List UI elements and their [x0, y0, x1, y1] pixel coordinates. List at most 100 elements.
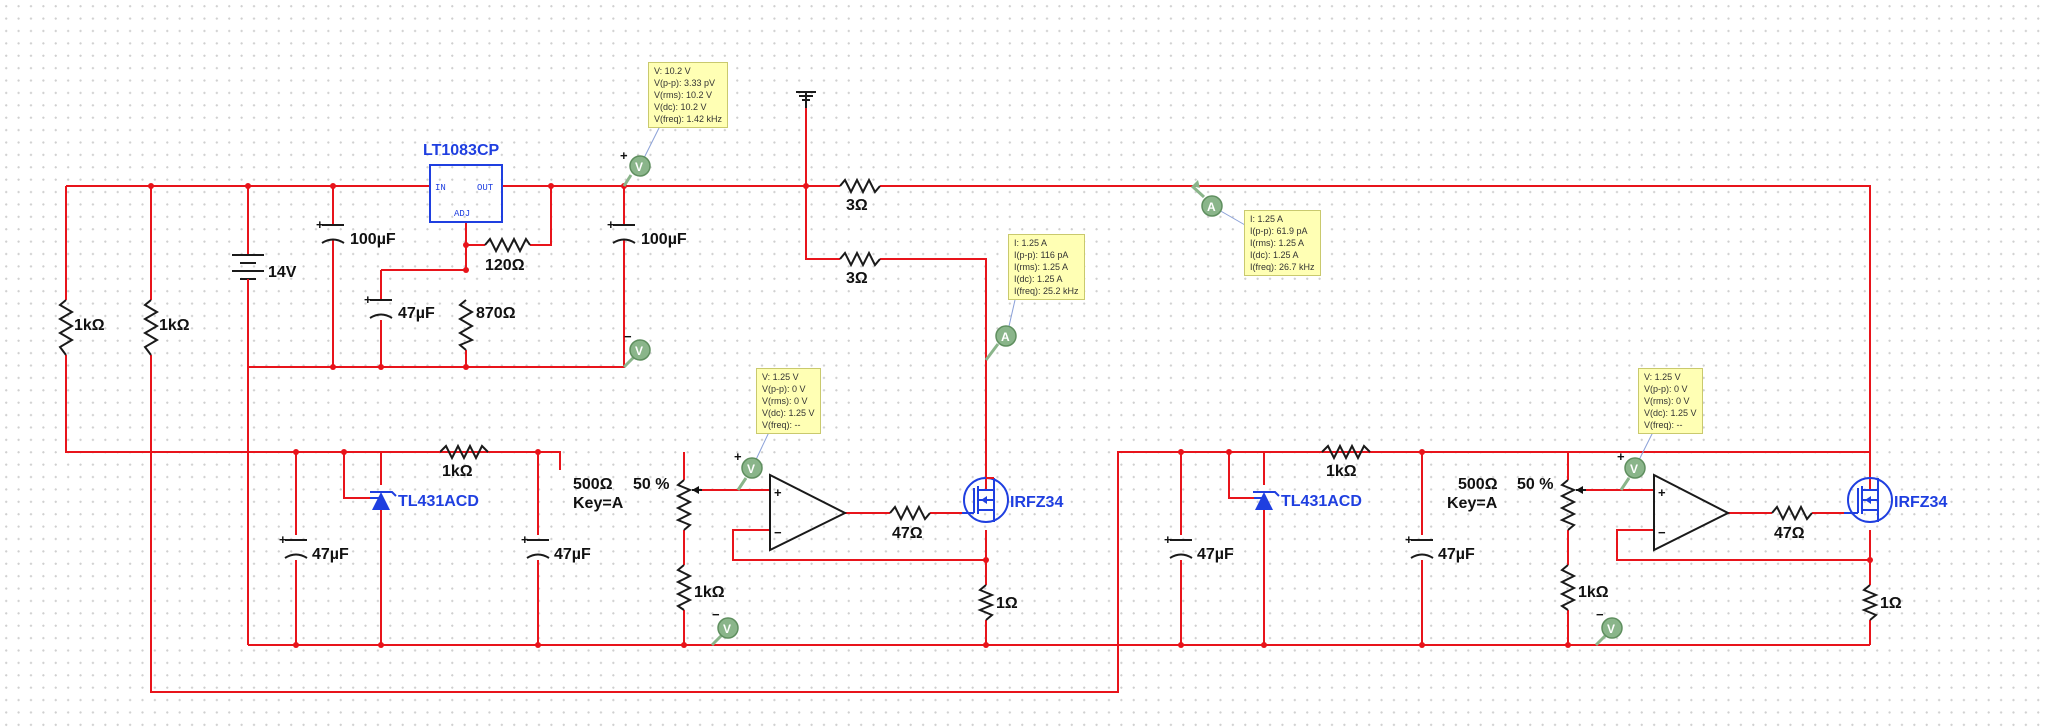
- ammeter-probe-mid[interactable]: A: [984, 299, 1017, 361]
- resistor-1k-series-right[interactable]: 1kΩ: [1321, 443, 1371, 480]
- readout-line: V: 1.25 V: [1644, 372, 1681, 382]
- potentiometer-left[interactable]: 500Ω Key=A 50 %: [573, 476, 702, 531]
- ammeter-right-readout: I: 1.25 A I(p-p): 61.9 pA I(rms): 1.25 A…: [1244, 210, 1321, 276]
- opamp-left[interactable]: + −: [769, 473, 848, 552]
- svg-text:50 %: 50 %: [1517, 476, 1553, 493]
- ammeter-probe-right[interactable]: A: [1190, 180, 1246, 226]
- svg-text:1kΩ: 1kΩ: [694, 584, 725, 601]
- readout-line: I(freq): 26.7 kHz: [1250, 262, 1315, 272]
- voltmeter-out-readout: V: 10.2 V V(p-p): 3.33 pV V(rms): 10.2 V…: [648, 62, 729, 128]
- svg-text:−: −: [774, 525, 782, 540]
- potentiometer-right[interactable]: 500Ω Key=A 50 %: [1447, 476, 1586, 531]
- resistor-1-left[interactable]: 1Ω: [977, 584, 1018, 621]
- svg-text:−: −: [1596, 607, 1604, 622]
- tl431-left[interactable]: TL431ACD: [370, 491, 479, 510]
- svg-text:V: V: [1630, 462, 1638, 476]
- resistor-3-top[interactable]: 3Ω: [839, 177, 881, 214]
- ammeter-mid-readout: I: 1.25 A I(p-p): 116 pA I(rms): 1.25 A …: [1008, 234, 1085, 300]
- readout-line: I: 1.25 A: [1250, 214, 1284, 224]
- capacitor-47u-adj[interactable]: + 47µF: [364, 292, 435, 322]
- svg-text:+: +: [279, 532, 287, 547]
- svg-text:47µF: 47µF: [398, 305, 435, 322]
- svg-text:100µF: 100µF: [350, 231, 396, 248]
- capacitor-47u-r2[interactable]: + 47µF: [1405, 532, 1475, 563]
- svg-text:OUT: OUT: [477, 183, 494, 193]
- svg-text:+: +: [521, 532, 529, 547]
- resistor-3-mid[interactable]: 3Ω: [839, 250, 881, 287]
- svg-text:−: −: [712, 607, 720, 622]
- readout-line: V(freq): --: [762, 420, 801, 430]
- voltmeter-probe-bottom-right[interactable]: V −: [1594, 607, 1623, 647]
- svg-text:+: +: [1164, 532, 1172, 547]
- resistor-1k-b[interactable]: 1kΩ: [143, 299, 190, 356]
- capacitor-47u-l2[interactable]: + 47µF: [521, 532, 591, 563]
- resistor-47-right[interactable]: 47Ω: [1771, 504, 1813, 542]
- resistor-1k-a[interactable]: 1kΩ: [58, 299, 105, 356]
- svg-text:+: +: [774, 485, 782, 500]
- opamp-right[interactable]: + −: [1653, 473, 1731, 552]
- tl431-right[interactable]: TL431ACD: [1253, 491, 1362, 510]
- capacitor-100u-right[interactable]: + 100µF: [607, 217, 687, 248]
- regulator-lt1083cp[interactable]: IN OUT ADJ LT1083CP: [423, 142, 503, 223]
- resistor-120[interactable]: 120Ω: [484, 236, 531, 274]
- voltmeter-probe-out[interactable]: V +: [620, 125, 661, 187]
- capacitor-100u-left[interactable]: + 100µF: [316, 217, 396, 248]
- voltmeter-probe-bottom-left[interactable]: V −: [710, 607, 739, 647]
- svg-text:V: V: [635, 344, 643, 358]
- resistor-1k-series-left[interactable]: 1kΩ: [381, 443, 489, 480]
- capacitor-47u-l1[interactable]: + 47µF: [279, 532, 349, 563]
- svg-text:TL431ACD: TL431ACD: [1281, 493, 1362, 510]
- svg-text:−: −: [624, 329, 632, 344]
- svg-text:1kΩ: 1kΩ: [1578, 584, 1609, 601]
- resistor-47-left[interactable]: 47Ω: [889, 504, 931, 542]
- svg-text:IRFZ34: IRFZ34: [1010, 494, 1063, 511]
- svg-text:47Ω: 47Ω: [1774, 525, 1805, 542]
- readout-line: V: 10.2 V: [654, 66, 691, 76]
- svg-text:120Ω: 120Ω: [485, 257, 525, 274]
- svg-text:500Ω: 500Ω: [573, 476, 613, 493]
- readout-line: V(p-p): 0 V: [762, 384, 806, 394]
- svg-text:+: +: [1405, 532, 1413, 547]
- readout-line: I(dc): 1.25 A: [1250, 250, 1299, 260]
- readout-line: I(dc): 1.25 A: [1014, 274, 1063, 284]
- capacitor-47u-r1[interactable]: + 47µF: [1164, 532, 1234, 563]
- readout-line: I(rms): 1.25 A: [1250, 238, 1305, 248]
- mosfet-irfz34-left[interactable]: IRFZ34: [962, 477, 1063, 523]
- readout-line: I: 1.25 A: [1014, 238, 1048, 248]
- svg-text:IRFZ34: IRFZ34: [1894, 494, 1947, 511]
- svg-text:+: +: [316, 217, 324, 232]
- svg-text:LT1083CP: LT1083CP: [423, 142, 500, 159]
- svg-text:+: +: [734, 449, 742, 464]
- resistor-1k-pot-left[interactable]: 1kΩ: [675, 564, 725, 611]
- voltmeter-probe-pot-left[interactable]: V +: [734, 429, 771, 491]
- wires: [65, 108, 1871, 693]
- svg-text:47Ω: 47Ω: [892, 525, 923, 542]
- voltmeter-probe-pot-right[interactable]: V +: [1617, 429, 1655, 491]
- svg-text:500Ω: 500Ω: [1458, 476, 1498, 493]
- battery-14v[interactable]: 14V: [232, 254, 297, 285]
- mosfet-irfz34-right[interactable]: IRFZ34: [1844, 477, 1947, 523]
- svg-text:50 %: 50 %: [633, 476, 669, 493]
- voltmeter-probe-upper-ground[interactable]: V −: [622, 329, 651, 369]
- svg-text:1kΩ: 1kΩ: [74, 317, 105, 334]
- svg-text:3Ω: 3Ω: [846, 270, 868, 287]
- svg-text:47µF: 47µF: [1197, 546, 1234, 563]
- svg-text:1kΩ: 1kΩ: [442, 463, 473, 480]
- readout-line: V(p-p): 3.33 pV: [654, 78, 716, 88]
- junction-dots: [148, 183, 1873, 648]
- voltmeter-pot-left-readout: V: 1.25 V V(p-p): 0 V V(rms): 0 V V(dc):…: [756, 368, 821, 434]
- readout-line: V(p-p): 0 V: [1644, 384, 1688, 394]
- svg-text:100µF: 100µF: [641, 231, 687, 248]
- resistor-1-right[interactable]: 1Ω: [1861, 584, 1902, 621]
- resistor-870[interactable]: 870Ω: [458, 299, 516, 351]
- readout-line: V(freq): --: [1644, 420, 1683, 430]
- svg-text:IN: IN: [435, 183, 446, 193]
- readout-line: V(rms): 10.2 V: [654, 90, 713, 100]
- resistor-1k-pot-right[interactable]: 1kΩ: [1559, 564, 1609, 611]
- svg-text:870Ω: 870Ω: [476, 305, 516, 322]
- svg-text:+: +: [620, 148, 628, 163]
- svg-text:ADJ: ADJ: [454, 209, 470, 219]
- svg-text:A: A: [1001, 330, 1010, 344]
